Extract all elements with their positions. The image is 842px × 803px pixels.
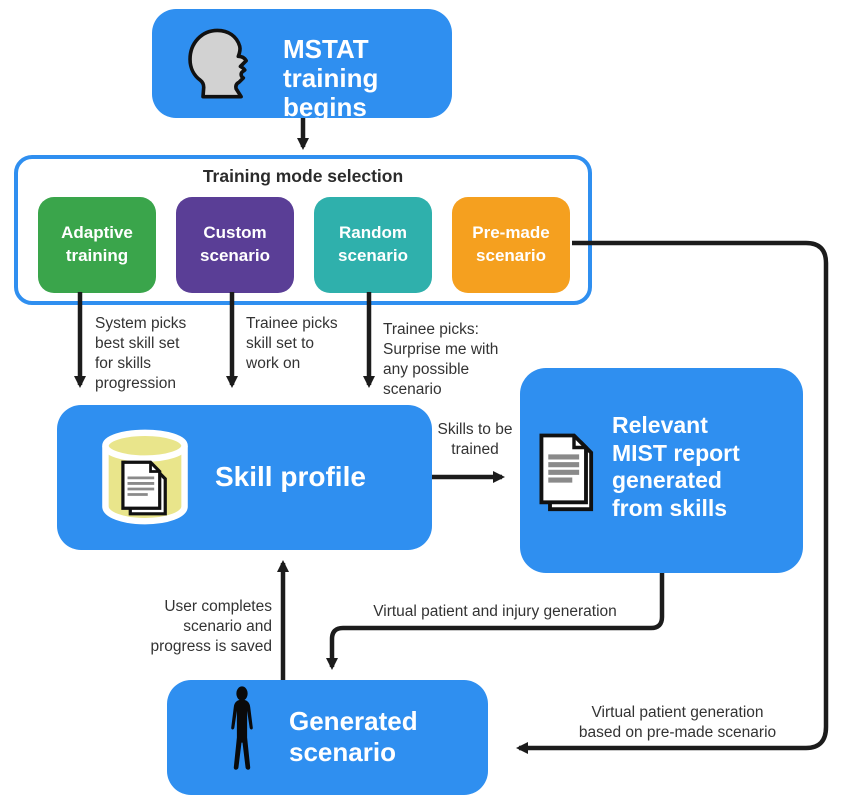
database-documents-icon [99,427,191,532]
person-icon [219,685,265,795]
node-start-label: MSTAT training begins [283,34,379,123]
mode-random-scenario: Random scenario [314,197,432,293]
training-mode-selection-panel: Training mode selection Adaptive trainin… [14,155,592,305]
node-mist-report: Relevant MIST report generated from skil… [520,368,803,573]
mode-adaptive-training: Adaptive training [38,197,156,293]
person-body [231,699,253,770]
database-top [102,429,188,462]
node-skill-profile: Skill profile [57,405,432,550]
node-generated-scenario-label: Generated scenario [289,706,418,768]
label-custom-to-skill: Trainee picks skill set to work on [246,315,338,373]
documents-icon [538,432,598,522]
label-adaptive-to-skill: System picks best skill set for skills p… [95,315,187,393]
document-front [539,433,588,505]
mode-custom-scenario: Custom scenario [176,197,294,293]
head-profile-icon [185,27,257,108]
label-generated-to-skill: User completes scenario and progress is … [150,598,272,656]
node-mist-report-label: Relevant MIST report generated from skil… [612,412,740,521]
database-documents [121,460,167,516]
label-premade-to-generated: Virtual patient generation based on pre-… [578,704,777,742]
label-mist-to-generated: Virtual patient and injury generation [373,603,617,620]
label-skill-to-mist: Skills to be trained [437,421,513,459]
label-random-to-skill: Trainee picks: Surprise me with any poss… [383,321,499,399]
person-head [236,686,248,701]
node-start: MSTAT training begins [152,9,452,122]
node-skill-profile-label: Skill profile [215,461,366,492]
head-profile-shape [188,28,248,99]
training-mode-selection-title: Training mode selection [202,166,404,186]
mode-premade-scenario: Pre-made scenario [452,197,570,293]
node-generated-scenario: Generated scenario [167,680,488,795]
